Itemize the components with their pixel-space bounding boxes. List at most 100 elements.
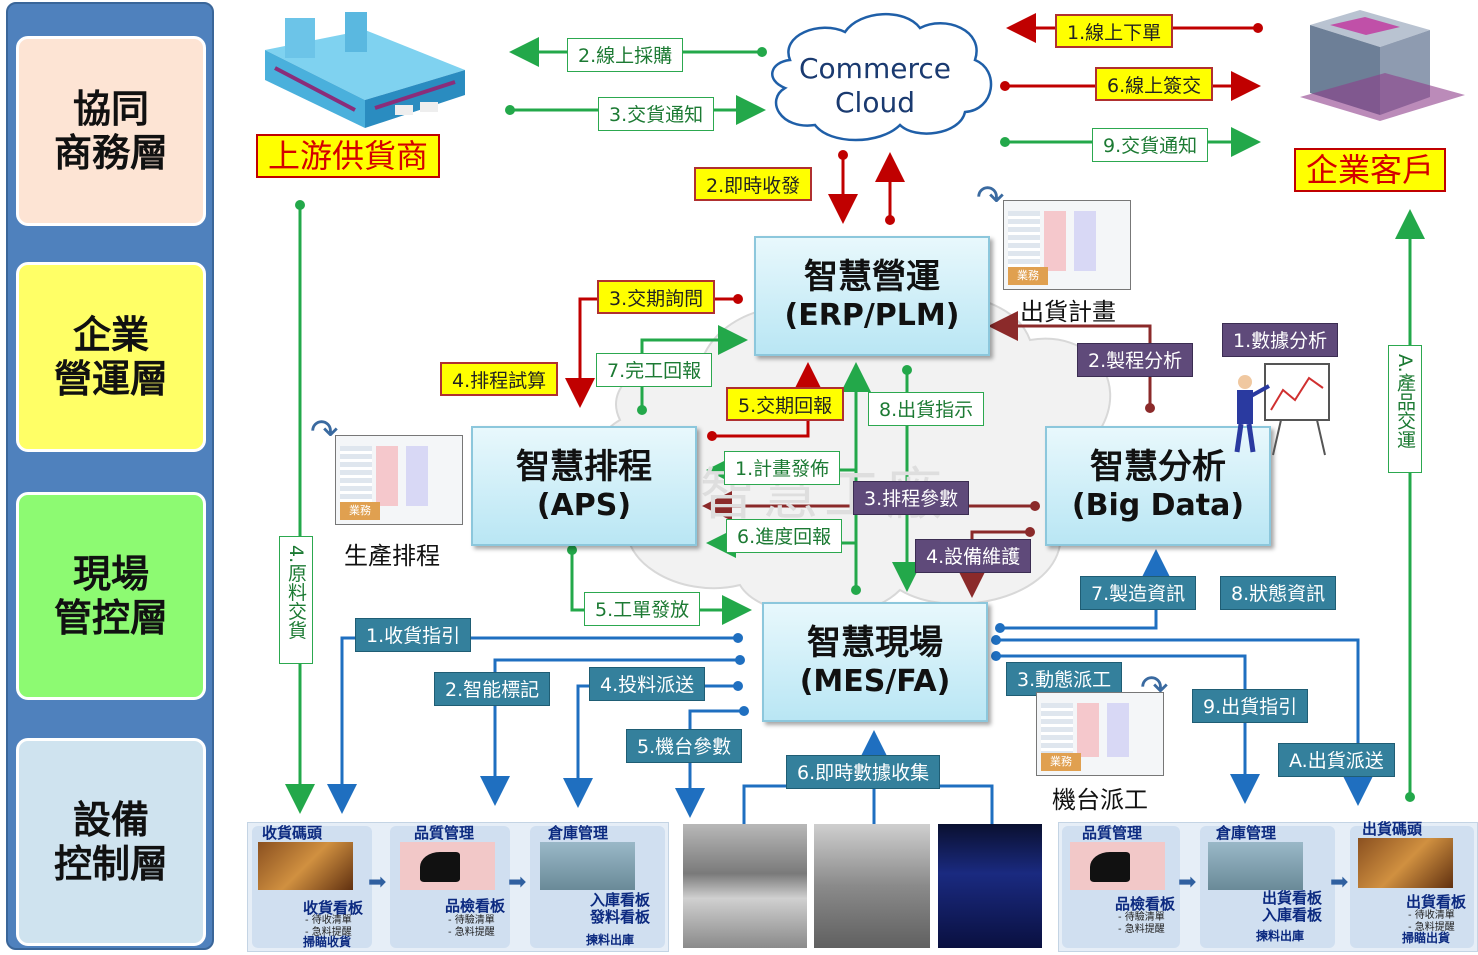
- flow-raw-delivery: 4.原料交貨: [279, 536, 313, 664]
- flow-work-order: 5.工單發放: [584, 592, 701, 626]
- bigdata-title: 智慧分析: [1090, 447, 1226, 487]
- receive-action-label: 掃瞄收貨: [303, 935, 352, 949]
- ship-plan-thumbnail: 業務: [1003, 200, 1131, 290]
- flow-online-purchase: 2.線上採購: [567, 38, 684, 72]
- flow-plan-release: 1.計畫發佈: [724, 451, 841, 485]
- factory-floor-photo-1: [683, 824, 807, 948]
- flow-material-dispatch: 4.投料派送: [589, 667, 706, 701]
- receive-dock-photo: [258, 842, 353, 890]
- flow-online-order: 1.線上下單: [1055, 14, 1174, 48]
- flow-due-reply: 5.交期回報: [726, 387, 845, 421]
- layer-equipment-control: 設備 控制層: [16, 738, 206, 946]
- quality-board-label-left: 品檢看板: [445, 897, 506, 915]
- flow-realtime-collect: 6.即時數據收集: [786, 755, 941, 789]
- flow-machine-param: 5.機台參數: [626, 729, 743, 763]
- commerce-cloud-line2: Cloud: [835, 86, 915, 119]
- flow-process-analysis: 2.製程分析: [1077, 343, 1194, 377]
- flow-ship-guide: 9.出貨指引: [1192, 689, 1309, 723]
- receive-board-notes: - 待收清單 - 急料提醒: [305, 915, 352, 938]
- factory-floor-photo-2: [814, 824, 930, 948]
- warehouse-title-right: 倉庫管理: [1216, 824, 1277, 842]
- flow-status-info: 8.狀態資訊: [1220, 576, 1337, 610]
- mes-title: 智慧現場: [807, 623, 943, 663]
- flow-delivery-notice-9: 9.交貨通知: [1092, 128, 1209, 162]
- supplier-label: 上游供貨商: [256, 134, 441, 178]
- customer-label: 企業客戶: [1294, 148, 1447, 192]
- aps-box[interactable]: 智慧排程 (APS): [471, 426, 697, 546]
- refresh-icon: ↷: [1140, 668, 1169, 708]
- flow-progress-report: 6.進度回報: [726, 519, 843, 553]
- refresh-icon: ↷: [310, 412, 339, 452]
- receive-dock-title: 收貨碼頭: [262, 824, 323, 842]
- flow-receive-guide: 1.收貨指引: [355, 618, 472, 652]
- prod-schedule-tag: 業務: [340, 502, 380, 520]
- office-building-icon: [1300, 10, 1465, 121]
- flow-due-inquiry: 3.交期詢問: [597, 280, 716, 314]
- flow-online-sign: 6.線上簽交: [1095, 67, 1214, 101]
- ship-dock-title: 出貨碼頭: [1362, 820, 1423, 838]
- flow-complete-report: 7.完工回報: [596, 353, 713, 387]
- flow-smart-tag: 2.智能標記: [434, 672, 551, 706]
- prod-schedule-caption: 生產排程: [344, 542, 440, 570]
- aps-title: 智慧排程: [516, 447, 652, 487]
- arrow-right-icon: ➡: [1178, 870, 1197, 895]
- quality-photo-right: [1070, 842, 1165, 890]
- warehouse-title-left: 倉庫管理: [548, 824, 609, 842]
- flow-product-delivery-text: A.產品交運: [1394, 354, 1416, 449]
- factory-building-icon: [265, 12, 465, 128]
- quality-title-right: 品質管理: [1082, 824, 1143, 842]
- layer-panel: 協同 商務層 企業 營運層 現場 管控層 設備 控制層: [6, 2, 214, 950]
- flow-dynamic-dispatch: 3.動態派工: [1006, 662, 1123, 696]
- warehouse-photo-right: [1208, 842, 1303, 890]
- mes-subtitle: (MES/FA): [799, 664, 951, 699]
- quality-board-notes-left: - 待驗清單 - 急料提醒: [448, 915, 495, 938]
- ship-board-label: 出貨看板: [1406, 893, 1467, 911]
- flow-realtime-rx: 2.即時收發: [694, 167, 813, 201]
- bigdata-box[interactable]: 智慧分析 (Big Data): [1045, 426, 1271, 546]
- commerce-cloud-label: Commerce Cloud: [790, 52, 960, 120]
- bigdata-subtitle: (Big Data): [1071, 488, 1245, 523]
- layer-enterprise-operation: 企業 營運層: [16, 262, 206, 452]
- erp-title: 智慧營運: [804, 257, 940, 297]
- quality-board-notes-right: - 待驗清單 - 急料提醒: [1118, 912, 1165, 935]
- arrow-right-icon: ➡: [508, 870, 527, 895]
- ship-dock-photo: [1358, 838, 1453, 888]
- flow-equipment-maint: 4.設備維護: [915, 539, 1032, 573]
- machine-dispatch-caption: 機台派工: [1052, 786, 1148, 814]
- erp-subtitle: (ERP/PLM): [784, 298, 960, 333]
- flow-delivery-notice: 3.交貨通知: [598, 97, 715, 131]
- quality-board-label-right: 品檢看板: [1115, 895, 1176, 913]
- flow-ship-instruction: 8.出貨指示: [868, 392, 985, 426]
- flow-mfg-info: 7.製造資訊: [1080, 576, 1197, 610]
- ship-board-notes: - 待收清單 - 急料提醒: [1408, 910, 1455, 933]
- quality-title-left: 品質管理: [414, 824, 475, 842]
- machine-dispatch-thumbnail: 業務: [1036, 692, 1164, 776]
- warehouse-action-left: 揀料出庫: [586, 933, 635, 947]
- layer-collaborative-commerce: 協同 商務層: [16, 36, 206, 226]
- warehouse-board-label-left: 入庫看板 發料看板: [590, 891, 651, 926]
- arrow-right-icon: ➡: [1330, 870, 1349, 895]
- receive-board-label: 收貨看板: [303, 899, 364, 917]
- aps-subtitle: (APS): [536, 488, 632, 523]
- erp-box[interactable]: 智慧營運 (ERP/PLM): [754, 236, 990, 356]
- flow-schedule-trial: 4.排程試算: [440, 362, 559, 396]
- mes-box[interactable]: 智慧現場 (MES/FA): [762, 602, 988, 722]
- commerce-cloud-shape: [771, 13, 993, 142]
- flow-product-delivery: A.產品交運: [1388, 345, 1422, 473]
- factory-floor-photo-3: [938, 824, 1042, 948]
- ship-plan-caption: 出貨計畫: [1020, 298, 1116, 326]
- arrow-right-icon: ➡: [368, 870, 387, 895]
- commerce-cloud-line1: Commerce: [799, 52, 951, 85]
- flow-schedule-param: 3.排程參數: [853, 481, 970, 515]
- ship-plan-tag: 業務: [1008, 267, 1048, 285]
- ship-action-label: 掃瞄出貨: [1402, 931, 1451, 945]
- prod-schedule-thumbnail: 業務: [335, 435, 463, 525]
- analyst-presenter-icon: [1234, 363, 1330, 456]
- layer-field-control: 現場 管控層: [16, 492, 206, 700]
- warehouse-board-label-right: 出貨看板 入庫看板: [1262, 889, 1323, 924]
- quality-photo-left: [400, 842, 495, 890]
- flow-ship-dispatch: A.出貨派送: [1278, 743, 1395, 777]
- machine-dispatch-tag: 業務: [1041, 753, 1081, 771]
- flow-data-analysis: 1.數據分析: [1222, 323, 1339, 357]
- refresh-icon: ↷: [976, 178, 1005, 218]
